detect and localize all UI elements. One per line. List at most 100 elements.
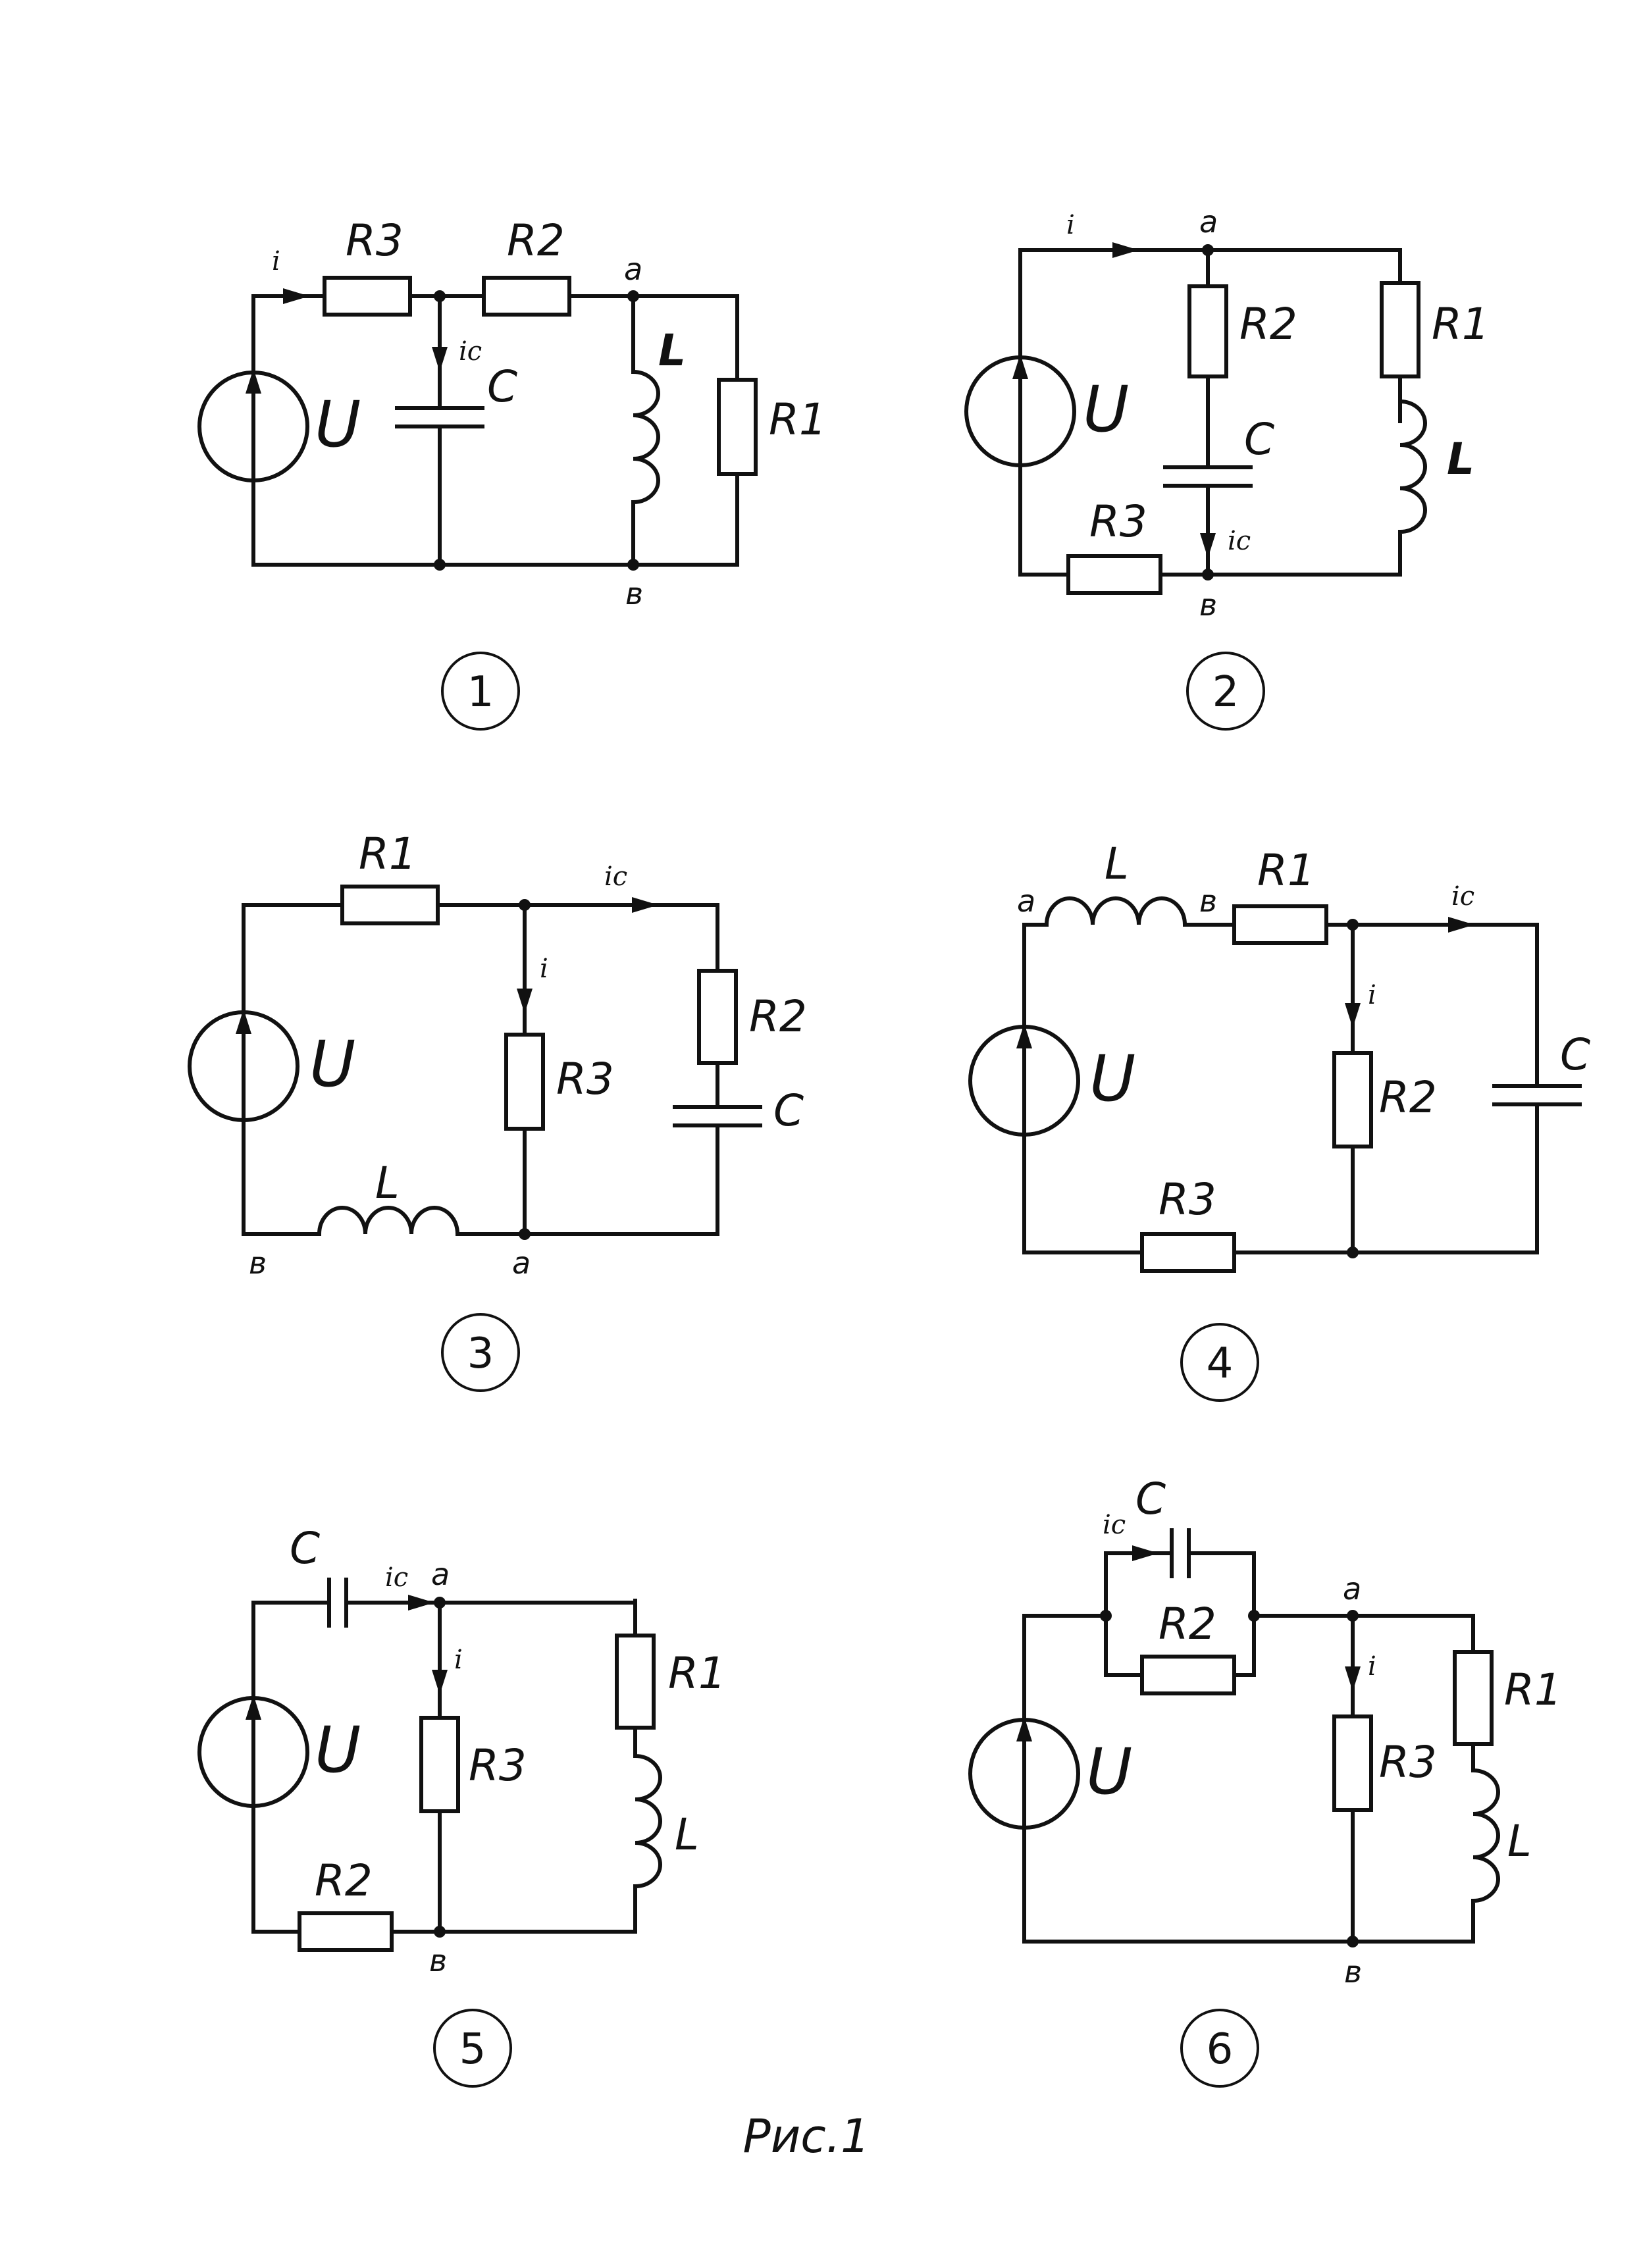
capacitor-C <box>395 406 484 428</box>
label-R1: R1 <box>769 394 827 445</box>
label-current-ic: iс <box>385 1562 408 1593</box>
resistor-R1 <box>1232 904 1328 945</box>
label-C: С <box>1135 1474 1166 1524</box>
label-L: L <box>1507 1816 1532 1867</box>
label-C: С <box>290 1523 320 1574</box>
circuit-1: R3 R2 i a в iс С L R1 U 1 <box>197 215 827 731</box>
label-node-a: a <box>1017 883 1035 919</box>
label-current-i: i <box>540 954 548 984</box>
label-node-b: в <box>1199 883 1217 919</box>
circuit-number-circle <box>441 652 520 731</box>
label-current-ic: iс <box>1228 526 1251 556</box>
label-R2: R2 <box>1239 299 1297 349</box>
inductor-L <box>1398 374 1427 554</box>
circuit-6: iс С R2 a i R3 R1 L в U 6 <box>968 1474 1562 2088</box>
label-node-b: в <box>1199 587 1217 623</box>
label-current-ic: iс <box>1103 1510 1126 1540</box>
inductor-L <box>1471 1742 1500 1924</box>
label-R1: R1 <box>359 829 417 879</box>
label-R3: R3 <box>346 215 404 266</box>
inductor-L <box>1044 896 1187 927</box>
label-C: С <box>1560 1029 1590 1080</box>
resistor-R3 <box>323 276 412 317</box>
label-R2: R2 <box>749 991 807 1042</box>
circuit-number: 1 <box>467 668 494 717</box>
circuit-number-circle <box>441 1313 520 1392</box>
label-current-i: i <box>272 246 280 276</box>
capacitor-C <box>1492 1084 1582 1106</box>
label-U: U <box>1089 1042 1135 1116</box>
label-L: L <box>675 1809 699 1860</box>
resistor-R1 <box>615 1634 656 1730</box>
circuit-number-circle <box>1180 2009 1259 2088</box>
label-node-b: в <box>625 576 643 611</box>
label-current-i: i <box>1066 210 1075 240</box>
resistor-R2 <box>1140 1655 1236 1695</box>
label-current-ic: iс <box>459 336 482 367</box>
label-U: U <box>309 1027 355 1101</box>
resistor-R2 <box>482 276 571 317</box>
label-R3: R3 <box>556 1054 614 1104</box>
label-current-i: i <box>1368 1651 1376 1682</box>
resistor-R2 <box>697 969 738 1065</box>
label-node-b: в <box>1344 1954 1362 1990</box>
label-node-a: a <box>431 1557 450 1592</box>
capacitor-C <box>327 1578 348 1628</box>
label-U: U <box>315 388 361 461</box>
label-R3: R3 <box>1159 1174 1216 1225</box>
label-node-a: a <box>512 1245 531 1281</box>
circuit-3: R1 iс i R3 R2 С L в a U 3 <box>188 829 807 1392</box>
label-L: L <box>1447 434 1474 484</box>
circuit-number-circle <box>1180 1323 1259 1402</box>
resistor-R3 <box>1140 1232 1236 1273</box>
label-R2: R2 <box>315 1855 373 1906</box>
inductor-L <box>633 1726 662 1897</box>
resistor-R3 <box>419 1716 460 1813</box>
label-C: С <box>773 1085 804 1136</box>
circuit-number-circle <box>1186 652 1265 731</box>
circuit-5: С iс a i R3 R1 L R2 в U 5 <box>197 1523 726 2088</box>
circuit-2: i a R2 R1 С L iс R3 в U 2 <box>964 204 1490 731</box>
circuit-number: 3 <box>467 1329 494 1378</box>
label-R3: R3 <box>469 1740 527 1791</box>
label-current-i: i <box>454 1645 463 1675</box>
resistor-R1 <box>340 885 440 925</box>
label-R3: R3 <box>1379 1737 1437 1788</box>
label-L: L <box>375 1158 400 1208</box>
circuit-number: 2 <box>1212 668 1239 717</box>
inductor-L <box>631 294 660 567</box>
label-current-i: i <box>1368 980 1376 1010</box>
label-node-a: a <box>1199 204 1218 240</box>
capacitor-C <box>673 1105 762 1127</box>
resistor-R2 <box>1332 1051 1373 1148</box>
resistor-R1 <box>717 378 758 476</box>
label-R2: R2 <box>1379 1072 1437 1123</box>
capacitor-C <box>1163 465 1253 488</box>
label-U: U <box>1086 1735 1132 1809</box>
resistor-R3 <box>1332 1714 1373 1812</box>
resistor-R2 <box>298 1911 394 1952</box>
label-R2: R2 <box>1159 1599 1216 1649</box>
label-current-ic: iс <box>604 862 627 892</box>
label-current-ic: iс <box>1451 881 1474 912</box>
label-R1: R1 <box>1504 1664 1562 1715</box>
label-R1: R1 <box>1257 845 1315 896</box>
label-U: U <box>1083 373 1129 446</box>
resistor-R1 <box>1453 1650 1494 1746</box>
resistor-R3 <box>1066 554 1162 595</box>
resistor-R2 <box>1187 284 1228 378</box>
resistor-R3 <box>504 1033 545 1131</box>
label-L: L <box>1105 838 1129 889</box>
capacitor-C <box>1170 1528 1191 1578</box>
label-R1: R1 <box>668 1648 726 1699</box>
circuit-number: 6 <box>1207 2025 1234 2074</box>
figure-caption: Рис.1 <box>743 2109 870 2163</box>
circuit-number-circle <box>433 2009 512 2088</box>
label-R1: R1 <box>1432 299 1490 349</box>
label-R3: R3 <box>1089 496 1147 547</box>
label-node-b: в <box>429 1943 447 1978</box>
label-C: С <box>487 361 517 412</box>
circuit-4: a L в R1 iс i R2 С R3 U 4 <box>968 838 1590 1402</box>
label-L: L <box>658 325 686 376</box>
